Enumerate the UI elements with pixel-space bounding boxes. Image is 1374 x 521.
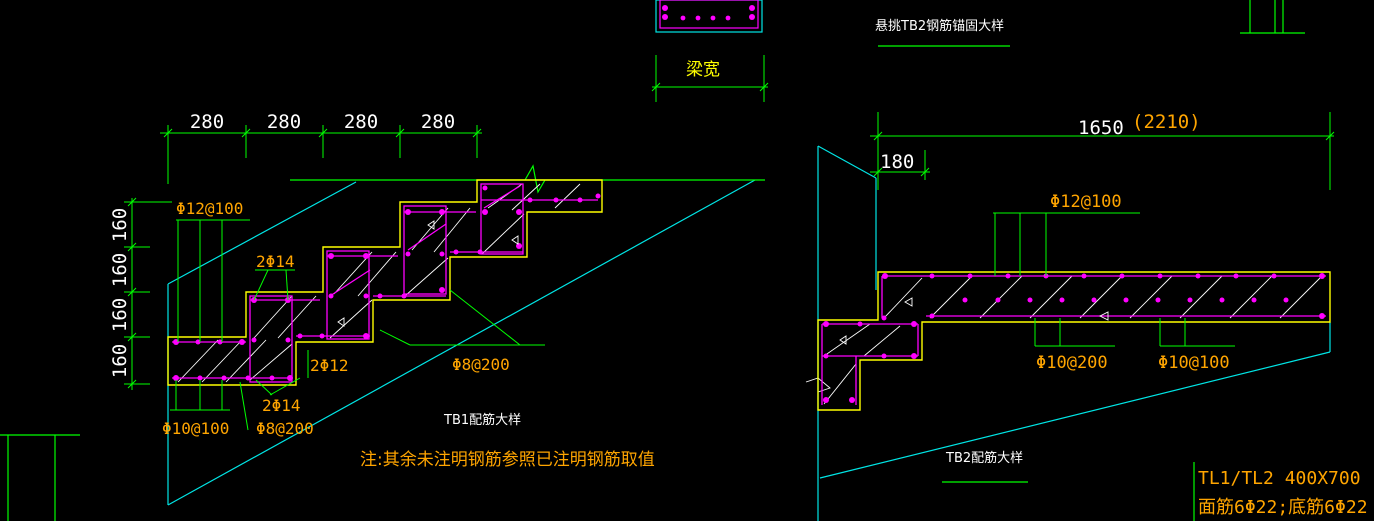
beam-width-dimension (651, 55, 769, 102)
tb1-label-top-bar: Φ12@100 (176, 199, 243, 218)
tb1-label-stirrup-lower: Φ8@200 (256, 419, 314, 438)
tb1-dim-left-1: 160 (109, 208, 131, 242)
tb2-anchor-title-block: 悬挑TB2钢筋锚固大样 (875, 0, 1305, 47)
tb2-rebar-lines (821, 275, 1326, 405)
tb1-label-bottom-bar: Φ10@100 (162, 419, 229, 438)
tb1-dim-top-1: 280 (190, 111, 224, 133)
beam-note-line-2: 面筋6Φ22;底筋6Φ22 (1198, 497, 1368, 518)
beam-stirrup (659, 0, 759, 29)
tb2-concrete-profile (817, 271, 1331, 411)
tb1-label-2phi14-lower: 2Φ14 (262, 396, 301, 415)
tb2-leader-lines (993, 212, 1235, 347)
tb2-title: TB2配筋大样 (945, 450, 1023, 466)
beam-section-detail: 梁宽 (651, 0, 769, 102)
tb2-dimension-lines (870, 112, 1335, 190)
beam-note-block: TL1/TL2 400X700 面筋6Φ22;底筋6Φ22 (1193, 462, 1368, 521)
tb1-dim-top-3: 280 (344, 111, 378, 133)
tb2-anchor-title: 悬挑TB2钢筋锚固大样 (875, 18, 1004, 34)
tb2-section-markers (839, 297, 1109, 345)
tb1-leader-lines (170, 219, 545, 431)
tb2-dim-alt: (2210) (1132, 111, 1201, 133)
tb2-dim-total: 1650 (1078, 117, 1124, 139)
tb1-top-dimension-chain (160, 125, 482, 184)
tb1-label-stirrup-main: Φ8@200 (452, 355, 510, 374)
tb1-outline (167, 179, 756, 506)
tb1-label-2phi12: 2Φ12 (310, 356, 349, 375)
tb1-stirrup-3 (403, 205, 447, 295)
fragment-lines-bottom-left (0, 434, 80, 521)
beam-section-outline (655, 0, 763, 33)
tb1-note: 注:其余未注明钢筋参照已注明钢筋取值 (360, 450, 655, 470)
tb1-dim-top-2: 280 (267, 111, 301, 133)
tb1-rebar-dots (173, 185, 601, 381)
tb2-rebar-dots (823, 273, 1325, 403)
tb2-label-dist-bar-2: Φ10@100 (1158, 353, 1230, 373)
tb1-break-line (524, 164, 546, 194)
tb2-label-dist-bar-1: Φ10@200 (1036, 353, 1108, 373)
tb2-dim-small: 180 (880, 151, 914, 173)
tb2-hatching (823, 275, 1323, 405)
tb1-left-dimension-chain (124, 197, 172, 390)
tb1-section-markers (337, 220, 519, 327)
tb1-dim-left-3: 160 (109, 298, 131, 332)
tb1-stirrup-1 (249, 295, 293, 383)
tb1-dim-left-2: 160 (109, 253, 131, 287)
tb1-title: TB1配筋大样 (443, 412, 521, 428)
beam-note-line-1: TL1/TL2 400X700 (1198, 468, 1361, 489)
tb1-dim-left-4: 160 (109, 344, 131, 378)
tb1-stirrup-4 (480, 183, 524, 255)
tb2-detail: 1650 (2210) 180 (805, 111, 1335, 521)
tb1-dim-top-4: 280 (421, 111, 455, 133)
tb2-break-mark (805, 377, 831, 393)
tb2-label-top-bar: Φ12@100 (1050, 192, 1122, 212)
tb1-stirrup-2 (326, 250, 370, 340)
tb1-detail: 280 280 280 280 160 160 160 160 180 (0, 111, 765, 521)
tb1-label-2phi14-upper: 2Φ14 (256, 252, 295, 271)
beam-rebar-dots (662, 5, 755, 21)
tb1-concrete-profile (167, 179, 603, 386)
beam-width-label: 梁宽 (686, 60, 720, 80)
tb1-rebar-lines (172, 183, 598, 383)
tb2-outline (817, 145, 1331, 521)
